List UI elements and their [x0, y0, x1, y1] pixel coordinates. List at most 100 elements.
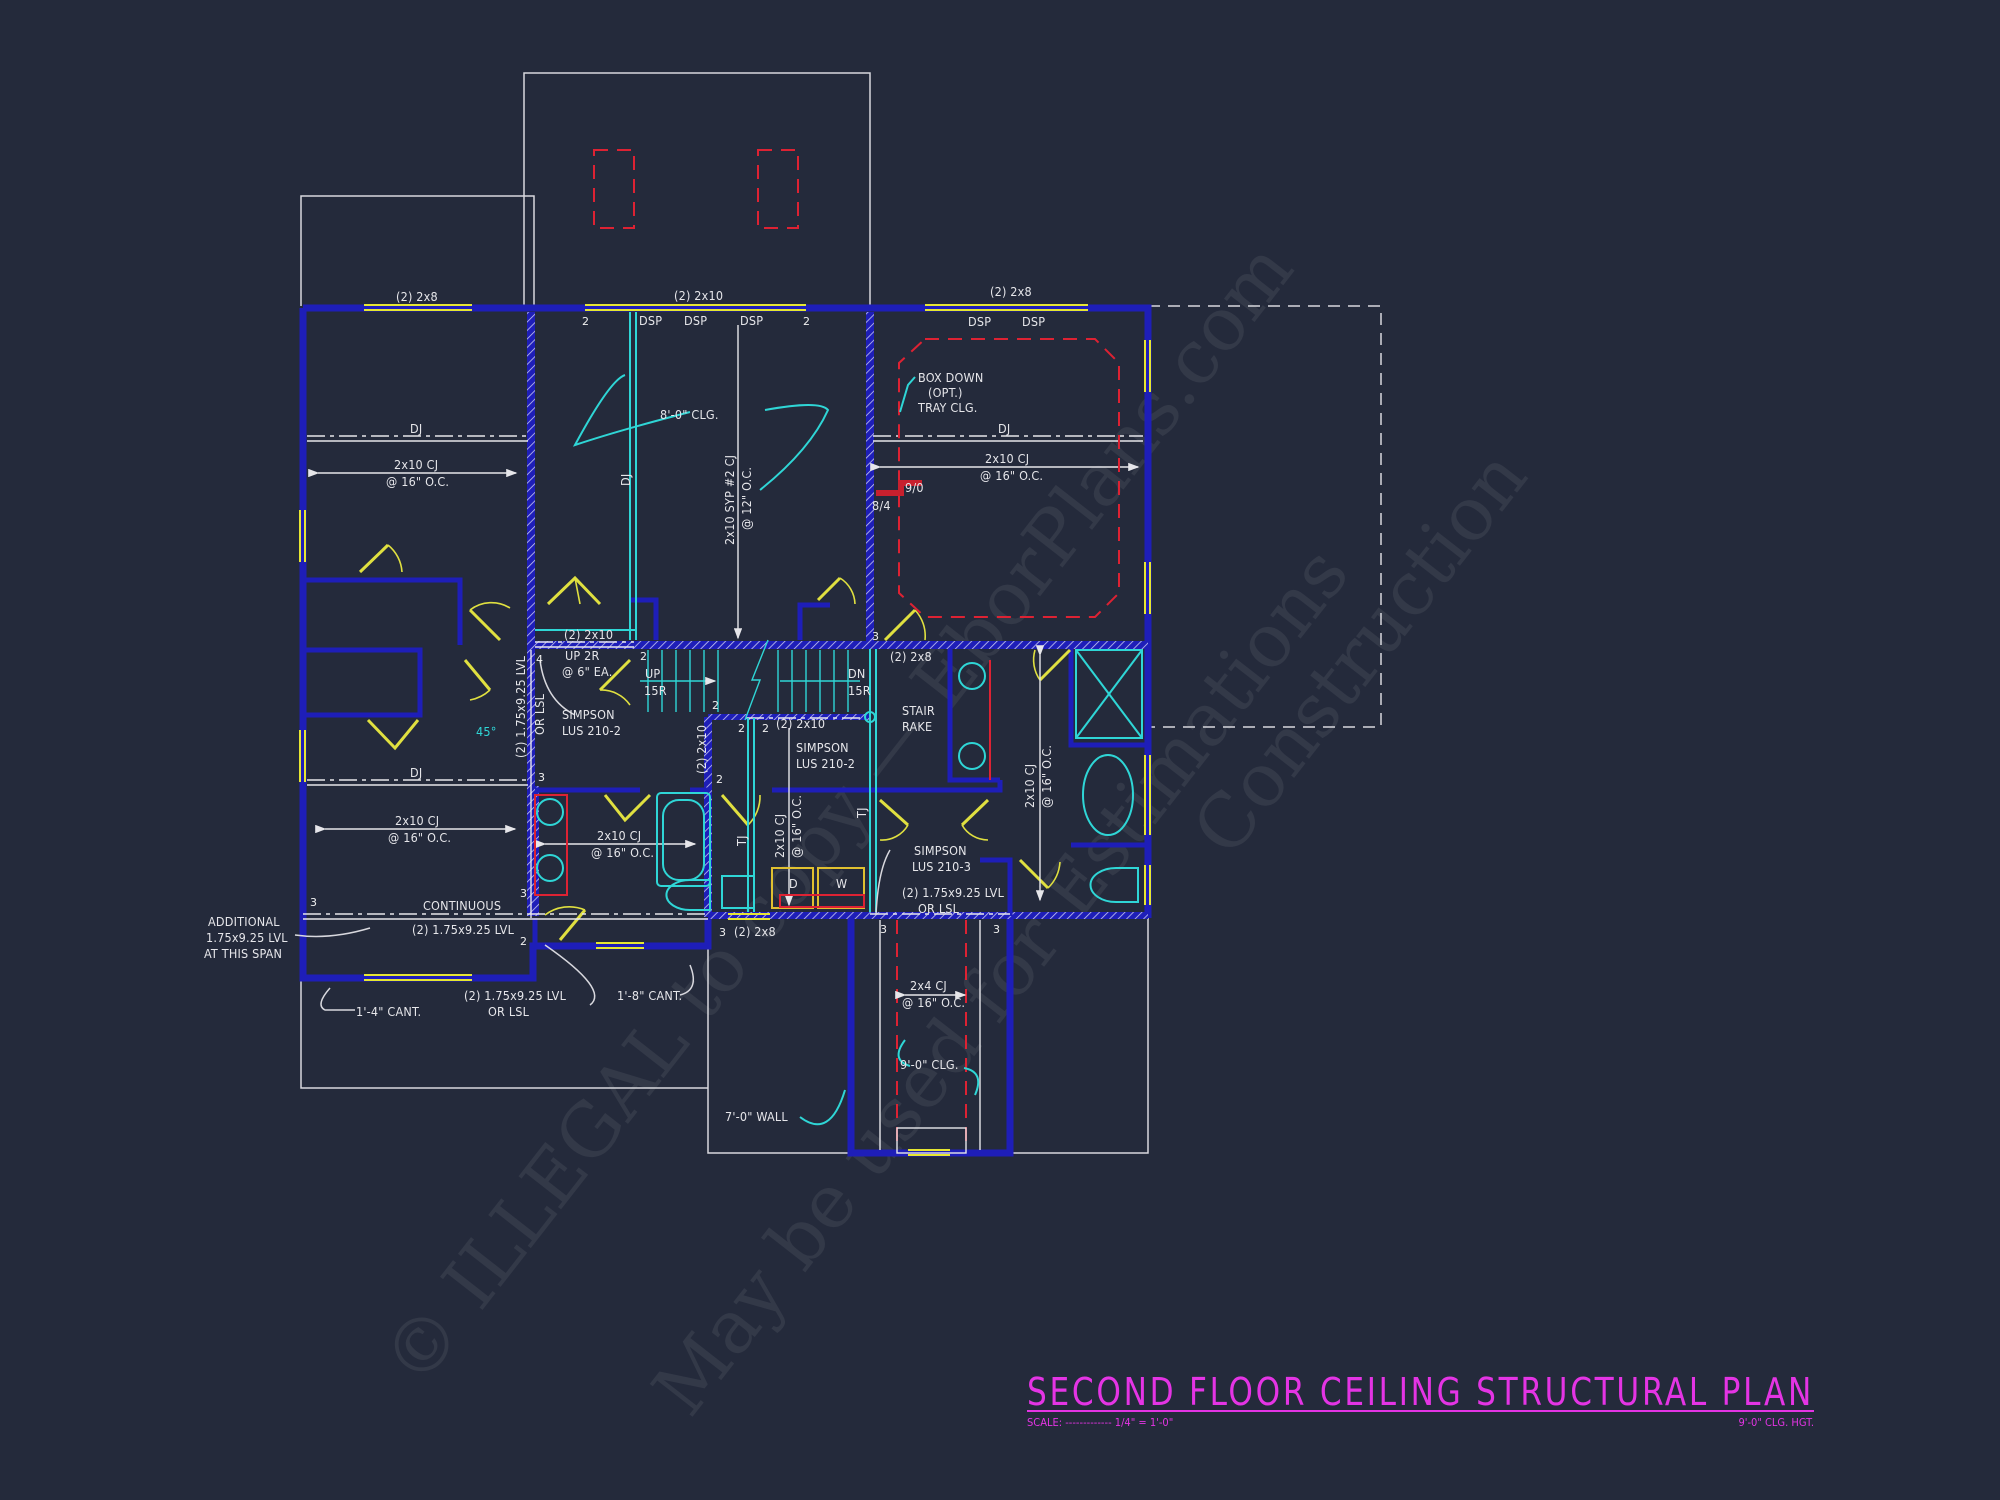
dj-label: DJ — [618, 474, 633, 486]
joist-label: 2x4 CJ — [910, 978, 947, 993]
cantilever-note: 1'-8" CANT. — [617, 988, 682, 1003]
stair-down: DN — [848, 666, 865, 681]
joist-label: 2x10 SYP #2 CJ — [722, 455, 737, 545]
post-mark: 3 — [310, 896, 317, 909]
joist-spacing: @ 16" O.C. — [1039, 745, 1054, 808]
post-mark: 3 — [993, 923, 1000, 936]
joist-spacing: @ 16" O.C. — [591, 845, 654, 860]
title-block: SECOND FLOOR CEILING STRUCTURAL PLAN SCA… — [1027, 1370, 1814, 1429]
post-mark: 2 — [640, 650, 647, 663]
doors — [358, 543, 1072, 941]
header-label: (2) 2x8 — [396, 289, 438, 304]
post-mark: 3 — [520, 887, 527, 900]
stair-note: @ 6" EA. — [562, 664, 612, 679]
laundry — [534, 660, 991, 909]
stair-up: UP — [645, 666, 660, 681]
stair-note: UP 2R — [565, 648, 600, 663]
joist-label: 2x10 CJ — [597, 828, 641, 843]
beam-label: OR LSL — [918, 901, 960, 916]
angle-label: 45° — [476, 724, 497, 739]
post-mark: 3 — [872, 630, 879, 643]
cantilever-note: 1'-4" CANT. — [356, 1004, 421, 1019]
beam-label: (2) 1.75x9.25 LVL — [464, 988, 567, 1003]
dryer-label: D — [789, 876, 798, 891]
post-mark: 2 — [762, 722, 769, 735]
tray-ceiling-outline — [898, 338, 1120, 618]
dj-label: DJ — [410, 765, 422, 780]
dsp-label: DSP — [639, 313, 662, 328]
washer-label: W — [836, 876, 847, 891]
post-mark: 2 — [738, 722, 745, 735]
hanger-note: SIMPSON — [914, 843, 967, 858]
beam-label: (2) 1.75x9.25 LVL — [902, 885, 1005, 900]
ceiling-height-note: 8'-0" CLG. — [660, 407, 719, 422]
roof-outlines — [300, 72, 1382, 1154]
joist-spacing: @ 12" O.C. — [739, 467, 754, 530]
joist-spacing: @ 16" O.C. — [902, 995, 965, 1010]
skylight-right — [757, 149, 799, 229]
fixtures — [536, 649, 1143, 911]
joist-label: 2x10 CJ — [985, 451, 1029, 466]
leader-lines — [294, 374, 980, 1126]
tj-label: TJ — [734, 835, 749, 847]
dsp-label: DSP — [740, 313, 763, 328]
stair-rake: STAIR — [902, 703, 935, 718]
post-mark: 2 — [803, 315, 810, 328]
hanger-note: SIMPSON — [796, 740, 849, 755]
tray-note: BOX DOWN — [918, 370, 983, 385]
header-label: (2) 2x10 — [694, 725, 709, 774]
post-mark: 3 — [719, 926, 726, 939]
additional-note: ADDITIONAL — [208, 914, 280, 929]
tj-label: TJ — [854, 807, 869, 819]
dsp-label: DSP — [684, 313, 707, 328]
ceiling-tag: 8/4 — [872, 498, 891, 513]
header-label: (2) 2x10 — [564, 627, 613, 642]
hanger-note: LUS 210-2 — [796, 756, 855, 771]
post-mark: 2 — [582, 315, 589, 328]
joist-label: 2x10 CJ — [394, 457, 438, 472]
ceiling-height-note: 9'-0" CLG. HGT. — [1738, 1416, 1814, 1429]
hanger-note: LUS 210-2 — [562, 723, 621, 738]
beam-label: OR LSL — [488, 1004, 530, 1019]
additional-note: AT THIS SPAN — [204, 946, 282, 961]
joist-spacing: @ 16" O.C. — [980, 468, 1043, 483]
joist-spacing: @ 16" O.C. — [386, 474, 449, 489]
post-mark: 4 — [536, 653, 543, 666]
beam-label: OR LSL — [532, 693, 547, 735]
stair-risers: 15R — [848, 683, 871, 698]
plan-labels: (2) 2x8 (2) 2x10 (2) 2x8 DSP DSP DSP DSP… — [204, 284, 1054, 1124]
ceiling-height-note: 9'-0" CLG. — [900, 1057, 959, 1072]
header-label: (2) 2x10 — [674, 288, 723, 303]
joist-label: 2x10 CJ — [395, 813, 439, 828]
hanger-note: SIMPSON — [562, 707, 615, 722]
header-label: (2) 2x8 — [734, 924, 776, 939]
beam-label: (2) 1.75x9.25 LVL — [513, 655, 528, 758]
continuous-label: CONTINUOUS — [423, 898, 501, 913]
tray-note: (OPT.) — [928, 385, 963, 400]
drawing-title: SECOND FLOOR CEILING STRUCTURAL PLAN — [1027, 1370, 1814, 1414]
ceiling-step-marker — [876, 480, 922, 496]
post-mark: 2 — [520, 935, 527, 948]
header-label: (2) 2x8 — [890, 649, 932, 664]
dsp-label: DSP — [1022, 314, 1045, 329]
joist-spacing: @ 16" O.C. — [388, 830, 451, 845]
header-label: (2) 2x10 — [776, 716, 825, 731]
dj-label: DJ — [410, 421, 422, 436]
tray-note: TRAY CLG. — [917, 400, 978, 415]
beams-and-joists — [303, 312, 1143, 1154]
post-mark: 2 — [716, 773, 723, 786]
post-mark: 3 — [538, 771, 545, 784]
stairs — [640, 639, 876, 723]
windows — [299, 304, 1151, 1156]
skylight-left — [593, 149, 635, 229]
wall-height-note: 7'-0" WALL — [725, 1109, 788, 1124]
joist-label: 2x10 CJ — [772, 814, 787, 858]
post-mark: 3 — [880, 923, 887, 936]
additional-note: 1.75x9.25 LVL — [206, 930, 288, 945]
hanger-note: LUS 210-3 — [912, 859, 971, 874]
stair-risers: 15R — [644, 683, 667, 698]
drawing-scale: SCALE: ------------- 1/4" = 1'-0" — [1027, 1416, 1173, 1429]
header-label: (2) 2x8 — [990, 284, 1032, 299]
beam-label: (2) 1.75x9.25 LVL — [412, 922, 515, 937]
